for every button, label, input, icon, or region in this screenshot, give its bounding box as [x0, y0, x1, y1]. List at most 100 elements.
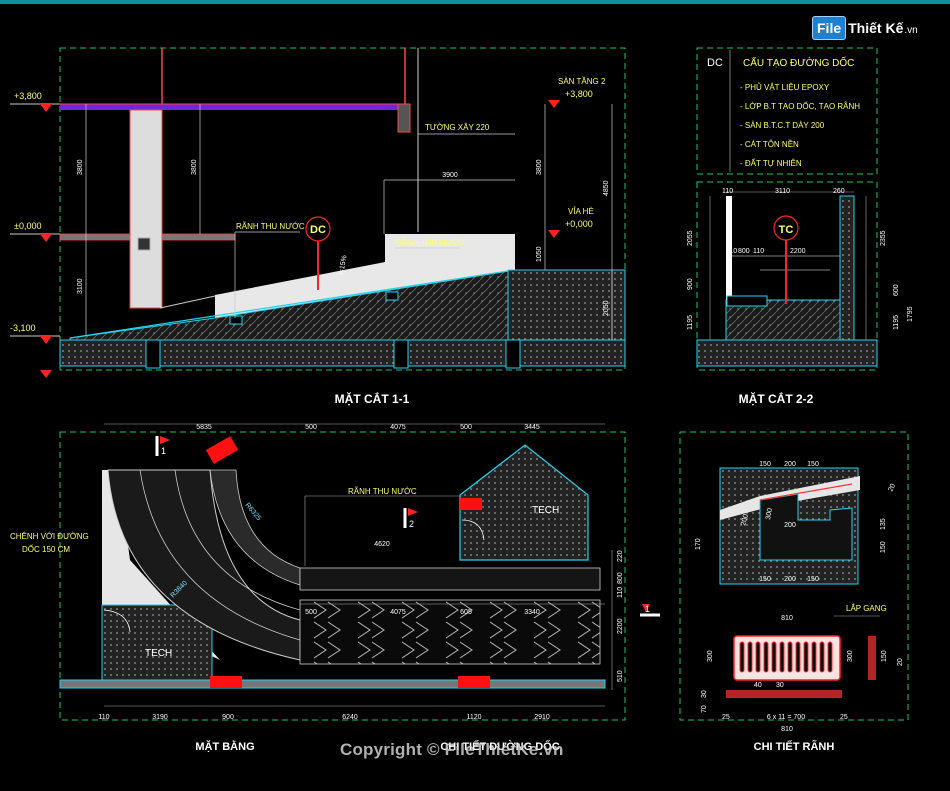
- copyright-watermark: Copyright © FileThietKe.vn: [340, 740, 564, 759]
- brand-logo: File Thiết Kế .vn: [812, 14, 918, 42]
- dimension: 150: [807, 461, 819, 468]
- level-label: ±0,000: [14, 221, 41, 231]
- section-2-2: [696, 181, 878, 371]
- legend-item: - CÁT TÔN NỀN: [740, 139, 799, 149]
- dimension: 800: [738, 248, 750, 255]
- dimension: 3100: [77, 278, 84, 294]
- dimension: 30: [701, 690, 708, 698]
- dimension: 20: [887, 483, 897, 493]
- tech-room-top: [459, 444, 589, 561]
- grate-slot: [827, 641, 833, 673]
- dimension: 3800: [191, 159, 198, 175]
- grate-slot: [747, 641, 753, 673]
- level-label: +3,800: [565, 89, 593, 99]
- dimension: 810: [781, 726, 793, 733]
- dimension: 5835: [196, 424, 212, 431]
- dimension: 500: [305, 609, 317, 616]
- upper-beam: [397, 103, 411, 133]
- section-1-1-title: MẶT CẮT 1-1: [335, 391, 410, 406]
- drain-detail: [679, 431, 909, 721]
- dimension: 1795: [907, 306, 914, 322]
- grate-slot: [787, 641, 793, 673]
- dimension: 170: [695, 538, 702, 550]
- dimension: 500: [460, 424, 472, 431]
- section-mark: 2: [409, 519, 414, 529]
- section-1-1: [10, 47, 626, 378]
- dimension: 150: [759, 461, 771, 468]
- dimension: 810: [781, 615, 793, 622]
- upper-slab: [60, 104, 405, 110]
- dimension: 150: [880, 541, 887, 553]
- dimension: 2200: [790, 248, 806, 255]
- grate-slot: [819, 641, 825, 673]
- grate-slot: [779, 641, 785, 673]
- level-label: +0,000: [565, 219, 593, 229]
- dimension: 150: [881, 650, 888, 662]
- dimension: 2355: [880, 230, 887, 246]
- dimension: 2200: [617, 618, 624, 634]
- column: [129, 109, 163, 309]
- dimension: 510: [617, 670, 624, 682]
- dimension: 1050: [536, 246, 543, 262]
- section-mark: 1: [645, 604, 650, 614]
- dimension: 2055: [687, 230, 694, 246]
- tc-tag: TC: [779, 224, 794, 236]
- dimension: 110: [753, 248, 764, 255]
- dimension: 900: [687, 278, 694, 290]
- section-2-2-title: MẶT CẮT 2-2: [739, 391, 814, 406]
- dimension: 6240: [342, 714, 358, 721]
- dimension: 6 x 11 = 700: [767, 714, 805, 721]
- level-label: -3,100: [10, 323, 36, 333]
- dimension: 1120: [466, 714, 481, 721]
- dimension: 110: [98, 714, 109, 721]
- legend-item: - PHỦ VẬT LIỆU EPOXY: [740, 83, 830, 92]
- dimension: 900: [222, 714, 234, 721]
- tech-label: TECH: [145, 648, 172, 659]
- plan-view: [59, 423, 660, 721]
- dimension: 220: [617, 550, 624, 562]
- brand-domain: .vn: [904, 24, 918, 36]
- legend-tag: DC: [707, 57, 723, 69]
- dimension: 200: [784, 576, 796, 583]
- wall-label: TƯỜNG XÂY 220: [425, 123, 490, 132]
- grate-slot: [763, 641, 769, 673]
- dimension: 70: [701, 705, 708, 713]
- section-1-1-frame: [59, 47, 626, 371]
- slope-label: i=15%: [338, 255, 348, 276]
- tech-label: TECH: [532, 505, 559, 516]
- dimension: 3800: [77, 159, 84, 175]
- plan-title: MẶT BẰNG: [195, 740, 254, 753]
- dimension: 200: [740, 513, 750, 526]
- legend-title: CẤU TẠO ĐƯỜNG DỐC: [743, 55, 854, 69]
- dimension: 3900: [442, 172, 458, 179]
- dimension: 800: [617, 572, 624, 584]
- dimension: 40: [754, 682, 762, 689]
- grate-label: LẮP GANG: [846, 604, 887, 613]
- grate-slot: [795, 641, 801, 673]
- dimension: 3190: [152, 714, 168, 721]
- dc-tag: DC: [310, 224, 326, 236]
- dimension: 110: [726, 248, 737, 255]
- level-label: SÀN TẦNG 2: [558, 76, 606, 86]
- grate-slot: [803, 641, 809, 673]
- dimension: 3110: [775, 188, 790, 195]
- dimension: 2050: [603, 300, 610, 316]
- grate-slot: [771, 641, 777, 673]
- legend-item: - LỚP B.T TẠO DỐC, TẠO RÃNH: [740, 101, 860, 111]
- level-label: VỈA HÈ: [568, 207, 594, 216]
- section-mark: 1: [161, 446, 166, 456]
- level-label: +3,800: [14, 91, 42, 101]
- legend-item: - ĐẤT TỰ NHIÊN: [740, 158, 802, 168]
- dimension: 4075: [390, 609, 406, 616]
- dimension: 1195: [687, 315, 694, 330]
- note-label: CHÊNH VỚI ĐƯỜNG: [10, 532, 89, 541]
- drain-detail-title: CHI TIẾT RÃNH: [754, 740, 835, 753]
- dimension: 150: [759, 576, 771, 583]
- top-accent-bar: [0, 0, 950, 4]
- dimension: 30: [776, 682, 784, 689]
- dimension: 135: [880, 518, 887, 530]
- foundation: [59, 339, 626, 367]
- dimension: 605: [460, 609, 472, 616]
- dimension: 25: [722, 714, 730, 721]
- drain-label: RÃNH THU NƯỚC: [396, 238, 465, 247]
